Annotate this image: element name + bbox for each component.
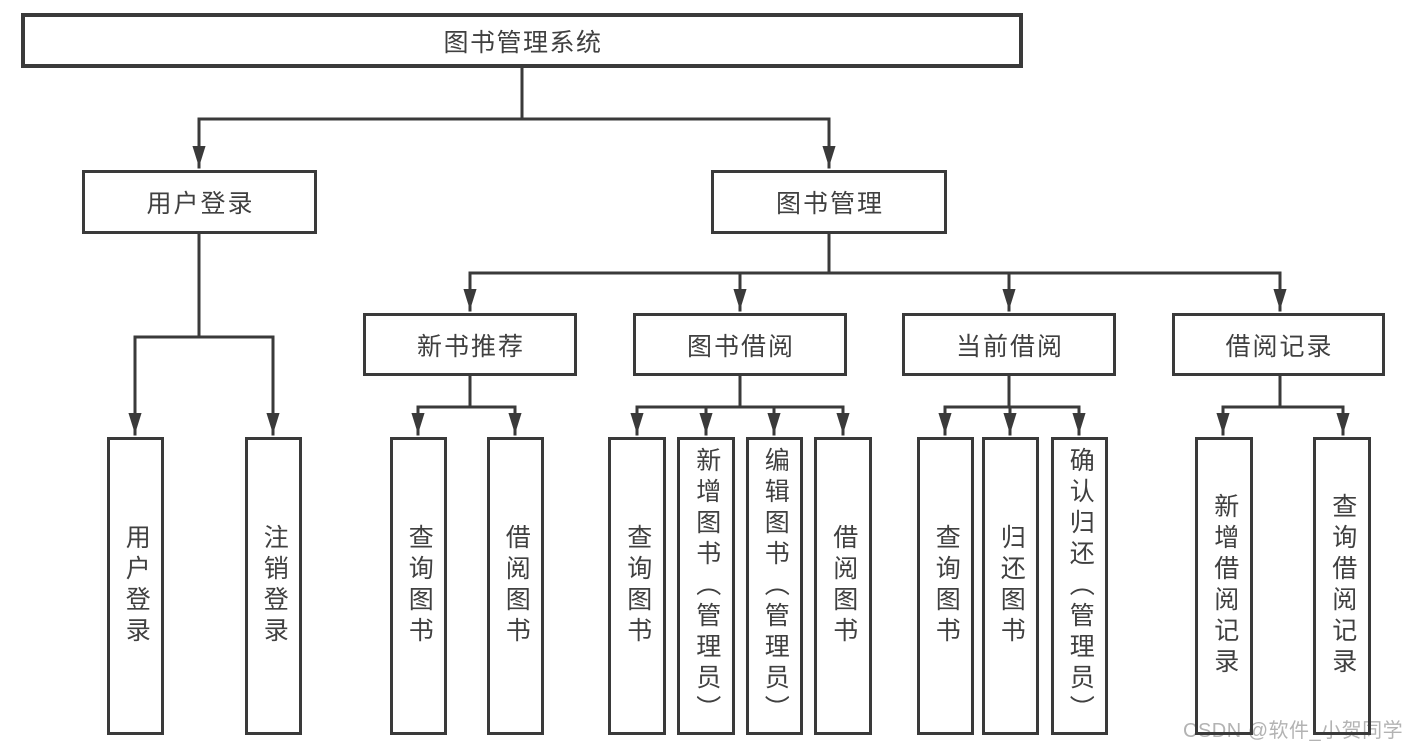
connector-borrowing-records-trunk xyxy=(1221,374,1345,409)
leaf-add-book-admin: 新增图书（管理员） xyxy=(677,437,735,735)
leaf-query-books-3: 查询图书 xyxy=(917,437,974,735)
leaf-query-books-1-label: 查询图书 xyxy=(405,524,434,648)
connector-book-management-trunk xyxy=(468,232,1282,275)
leaf-edit-book-admin: 编辑图书（管理员） xyxy=(746,437,803,735)
csdn-watermark: CSDN @软件_小贺同学 xyxy=(1183,720,1404,742)
leaf-logout-label: 注销登录 xyxy=(260,524,289,648)
connector-root-trunk xyxy=(197,66,831,121)
leaf-borrow-books-1-label: 借阅图书 xyxy=(502,524,531,648)
leaf-confirm-return-admin-label: 确认归还（管理员） xyxy=(1066,446,1095,726)
connector-new-book-recommend-trunk xyxy=(416,374,517,409)
node-borrowing-records-label: 借阅记录 xyxy=(1225,332,1334,361)
leaf-add-borrow-record-label: 新增借阅记录 xyxy=(1210,493,1239,679)
leaf-query-books-3-label: 查询图书 xyxy=(932,524,961,648)
leaf-borrow-books-2: 借阅图书 xyxy=(814,437,872,735)
connector-user-login-trunk xyxy=(133,232,275,339)
node-book-management-label: 图书管理 xyxy=(775,190,884,218)
leaf-edit-book-admin-label: 编辑图书（管理员） xyxy=(761,446,790,726)
leaf-add-borrow-record: 新增借阅记录 xyxy=(1195,437,1253,735)
leaf-confirm-return-admin: 确认归还（管理员） xyxy=(1051,437,1108,735)
node-book-borrowing: 图书借阅 xyxy=(633,313,847,376)
node-user-login-label: 用户登录 xyxy=(146,190,255,218)
node-user-login: 用户登录 xyxy=(82,170,317,234)
leaf-query-books-2: 查询图书 xyxy=(608,437,666,735)
leaf-query-borrow-record: 查询借阅记录 xyxy=(1313,437,1371,735)
leaf-query-books-2-label: 查询图书 xyxy=(623,524,652,648)
connector-book-borrowing-trunk xyxy=(635,374,845,409)
node-new-book-recommend: 新书推荐 xyxy=(363,313,577,376)
leaf-query-borrow-record-label: 查询借阅记录 xyxy=(1328,493,1357,679)
node-book-borrowing-label: 图书借阅 xyxy=(686,332,795,361)
leaf-return-books: 归还图书 xyxy=(982,437,1039,735)
leaf-borrow-books-1: 借阅图书 xyxy=(487,437,544,735)
node-borrowing-records: 借阅记录 xyxy=(1172,313,1385,376)
leaf-return-books-label: 归还图书 xyxy=(997,524,1026,648)
node-current-borrowing: 当前借阅 xyxy=(902,313,1116,376)
leaf-query-books-1: 查询图书 xyxy=(390,437,447,735)
leaf-add-book-admin-label: 新增图书（管理员） xyxy=(692,446,721,726)
node-current-borrowing-label: 当前借阅 xyxy=(955,332,1064,361)
node-book-management: 图书管理 xyxy=(711,170,947,234)
connector-current-borrowing-trunk xyxy=(943,374,1081,409)
leaf-user-login-label: 用户登录 xyxy=(122,524,151,648)
node-new-book-recommend-label: 新书推荐 xyxy=(416,332,525,361)
leaf-logout: 注销登录 xyxy=(245,437,302,735)
node-root: 图书管理系统 xyxy=(21,13,1023,68)
node-root-label: 图书管理系统 xyxy=(443,28,603,57)
leaf-borrow-books-2-label: 借阅图书 xyxy=(829,524,858,648)
leaf-user-login: 用户登录 xyxy=(107,437,164,735)
